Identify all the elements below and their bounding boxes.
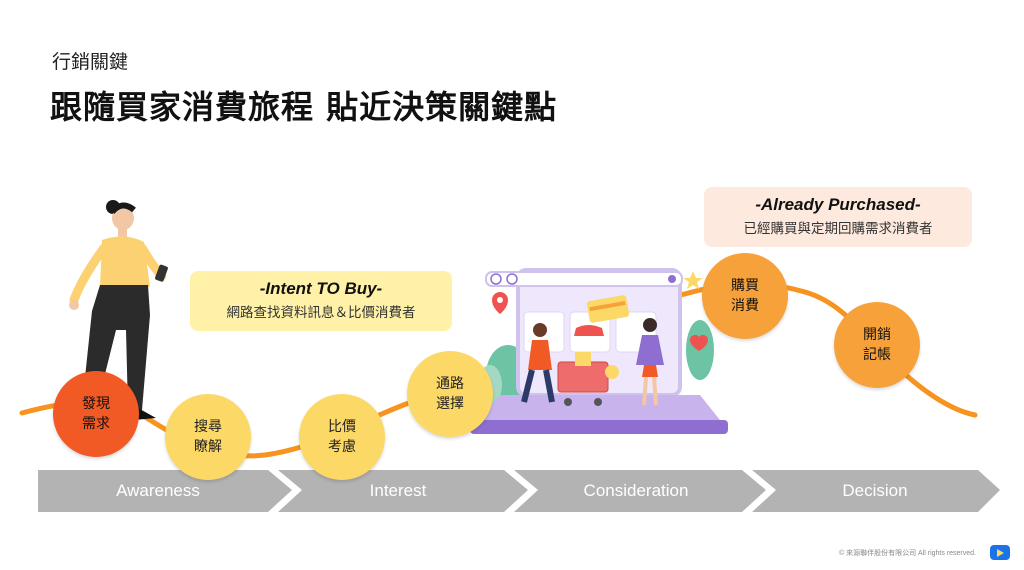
stage-arrow-interest (278, 470, 528, 512)
stage-label-awareness: Awareness (116, 481, 200, 500)
callout-purchased-text: 已經購買與定期回購需求消費者 (743, 221, 933, 237)
stage-label-decision: Decision (842, 481, 908, 500)
callout-purchased-heading: -Already Purchased- (755, 195, 921, 214)
page-title: 跟隨買家消費旅程 貼近決策關鍵點 (50, 88, 558, 126)
callout-intent-heading: -Intent TO Buy- (259, 279, 383, 298)
step-purchase: 購買 消費 (702, 253, 788, 339)
step-discover-need: 發現 需求 (53, 371, 139, 457)
callout-intent-text: 網路查找資料訊息＆比價消費者 (226, 305, 416, 321)
stage-label-interest: Interest (369, 481, 427, 500)
laptop-shopping-illustration (470, 268, 728, 434)
stage-arrow-awareness (38, 470, 292, 512)
step-choose-channel: 通路 選擇 (407, 351, 493, 437)
stage-arrow-consideration (514, 470, 766, 512)
copyright-text: © 來源聯伴股份有限公司 All rights reserved. (838, 550, 976, 557)
callout-already-purchased: -Already Purchased- 已經購買與定期回購需求消費者 (704, 187, 972, 247)
section-kicker: 行銷關鍵 (52, 51, 129, 73)
callout-intent-to-buy: -Intent TO Buy- 網路查找資料訊息＆比價消費者 (190, 271, 452, 331)
stage-arrow-decision (752, 470, 1000, 512)
step-expense-record: 開銷 記帳 (834, 302, 920, 388)
stage-label-consideration: Consideration (583, 481, 689, 500)
step-search-understand: 搜尋 瞭解 (165, 394, 251, 480)
brand-logo-icon (990, 545, 1010, 560)
step-compare-prices: 比價 考慮 (299, 394, 385, 480)
